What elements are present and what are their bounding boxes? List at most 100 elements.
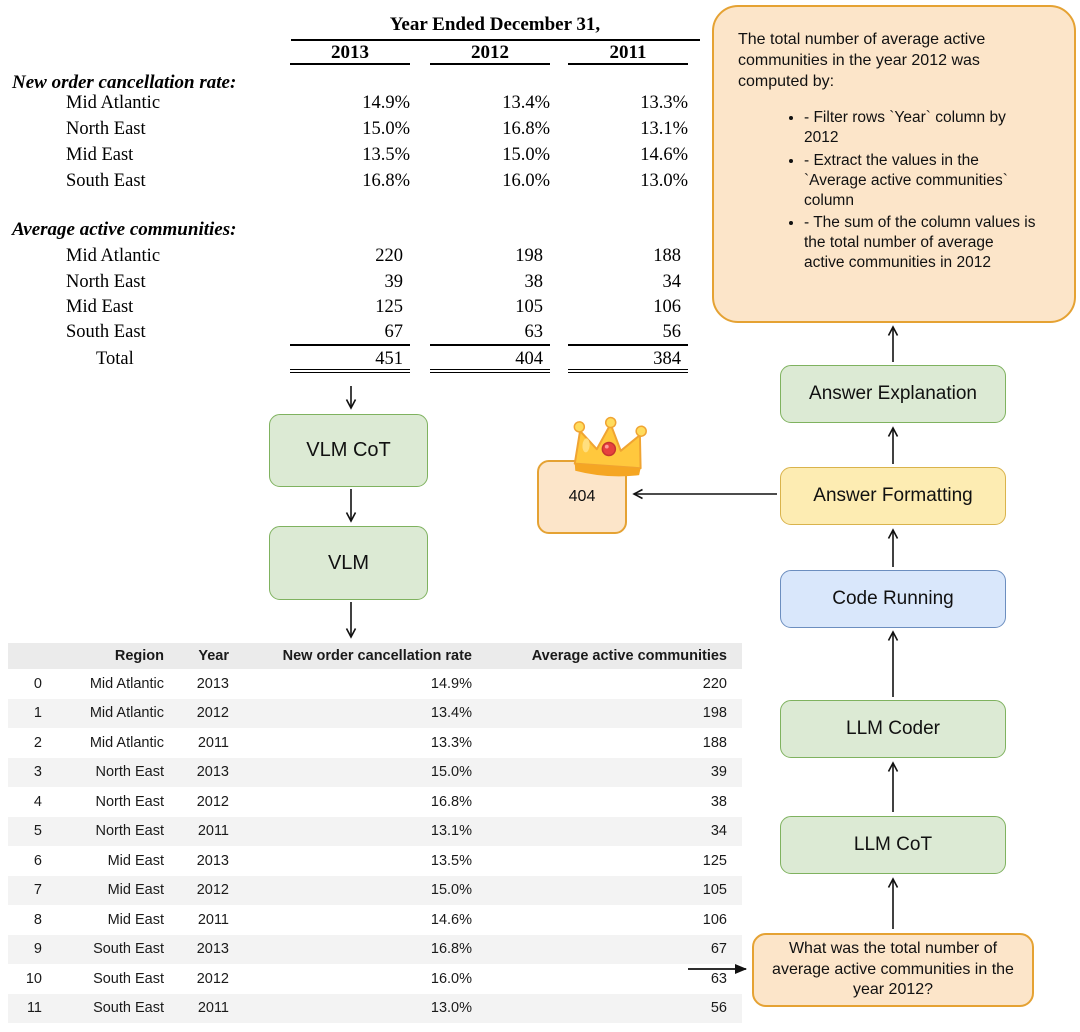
row-label: Mid East (66, 145, 134, 165)
question-box: What was the total number of average act… (752, 933, 1034, 1007)
vlm-label: VLM (327, 551, 370, 574)
cell: 220 (375, 246, 403, 266)
stage-label: LLM CoT (853, 834, 933, 855)
table-total-row: Total 451 404 384 (0, 349, 700, 374)
title-rule (291, 39, 700, 41)
cell: North East (95, 823, 165, 840)
cell: 10 (25, 970, 42, 987)
cell: 14.9% (362, 93, 410, 113)
cell: 16.8% (430, 941, 472, 958)
cell: 13.0% (430, 1000, 472, 1017)
question-text: What was the total number of average act… (772, 939, 1014, 999)
vlm-cot-box: VLM CoT (269, 414, 428, 487)
cell: 15.0% (502, 145, 550, 165)
cell: 0 (33, 675, 42, 692)
cell: 15.0% (430, 764, 472, 781)
cell: 106 (702, 911, 727, 928)
cell: South East (93, 941, 164, 958)
explanation-box: The total number of average active commu… (712, 5, 1076, 323)
cell: North East (95, 793, 165, 810)
cell: 2012 (196, 705, 229, 722)
cell: 63 (430, 322, 550, 346)
dataframe-table: Region Year New order cancellation rate … (8, 643, 742, 1023)
answer-explanation-box: Answer Explanation (780, 365, 1006, 423)
cell: 2013 (196, 675, 229, 692)
cell: 2011 (197, 1000, 229, 1017)
table-row: North East 15.0% 16.8% 13.1% (0, 119, 700, 144)
cell: 188 (653, 246, 681, 266)
cell: 56 (710, 1000, 727, 1017)
cell: 39 (384, 272, 404, 292)
year-column-header: 2011 (568, 42, 688, 65)
stage-label: LLM Coder (846, 718, 940, 739)
cell: 67 (710, 941, 727, 958)
cell: 14.6% (640, 145, 688, 165)
row-label: Mid Atlantic (66, 246, 161, 266)
cell: 2013 (196, 941, 229, 958)
cell: 67 (290, 322, 410, 346)
cell: 2012 (196, 882, 229, 899)
cell: 105 (702, 882, 727, 899)
explanation-bullet: - The sum of the column values is the to… (804, 213, 1038, 273)
cell: 3 (33, 764, 42, 781)
cell: 2013 (196, 764, 229, 781)
section-header-communities: Average active communities: (12, 219, 237, 240)
row-label: Mid East (66, 297, 134, 317)
stage-label: Answer Formatting (813, 485, 973, 506)
cell: 13.1% (430, 823, 472, 840)
cell: 2012 (196, 970, 229, 987)
cell: 13.3% (640, 93, 688, 113)
column-header-year: Year (173, 643, 239, 669)
answer-formatting-box: Answer Formatting (780, 467, 1006, 525)
cell: 220 (702, 675, 727, 692)
column-header-communities: Average active communities (480, 643, 742, 669)
column-header-region: Region (50, 643, 173, 669)
row-label: North East (66, 272, 146, 292)
vlm-cot-label: VLM CoT (306, 439, 391, 461)
cell: 16.8% (430, 793, 472, 810)
cell: 16.0% (430, 970, 472, 987)
cell: 125 (375, 297, 403, 317)
cell: 63 (710, 970, 727, 987)
cell: 34 (710, 823, 727, 840)
cell: 4 (33, 793, 42, 810)
llm-cot-box: LLM CoT (780, 816, 1006, 874)
cell: 2011 (197, 911, 229, 928)
year-column-header: 2013 (290, 42, 410, 65)
cell: South East (93, 970, 164, 987)
cell: 125 (702, 852, 727, 869)
cell: 16.8% (502, 119, 550, 139)
cell: 38 (524, 272, 544, 292)
cell: 6 (33, 852, 42, 869)
table-row: 10 South East 2012 16.0% 63 (8, 964, 742, 994)
explanation-bullet: - Extract the values in the `Average act… (804, 151, 1038, 211)
cell: 56 (568, 322, 688, 346)
cell: 1 (33, 705, 42, 722)
cell: 34 (662, 272, 682, 292)
cell: 15.0% (430, 882, 472, 899)
cell: 188 (702, 734, 727, 751)
table-row: 7 Mid East 2012 15.0% 105 (8, 875, 742, 905)
cell: South East (93, 1000, 164, 1017)
dataframe-header: Region Year New order cancellation rate … (8, 643, 742, 669)
cell: 13.4% (430, 705, 472, 722)
cell: North East (95, 764, 165, 781)
table-row: Mid East 125 105 106 (0, 297, 700, 322)
column-header-rate: New order cancellation rate (239, 643, 480, 669)
year-column-header: 2012 (430, 42, 550, 65)
cell: 16.0% (502, 171, 550, 191)
cell: 7 (33, 882, 42, 899)
cell: Mid East (107, 882, 164, 899)
cell: Mid Atlantic (89, 705, 164, 722)
cell: 13.5% (362, 145, 410, 165)
cell: Mid Atlantic (89, 734, 164, 751)
answer-value: 404 (568, 488, 596, 505)
cell: 13.1% (640, 119, 688, 139)
row-label: Total (96, 349, 134, 369)
